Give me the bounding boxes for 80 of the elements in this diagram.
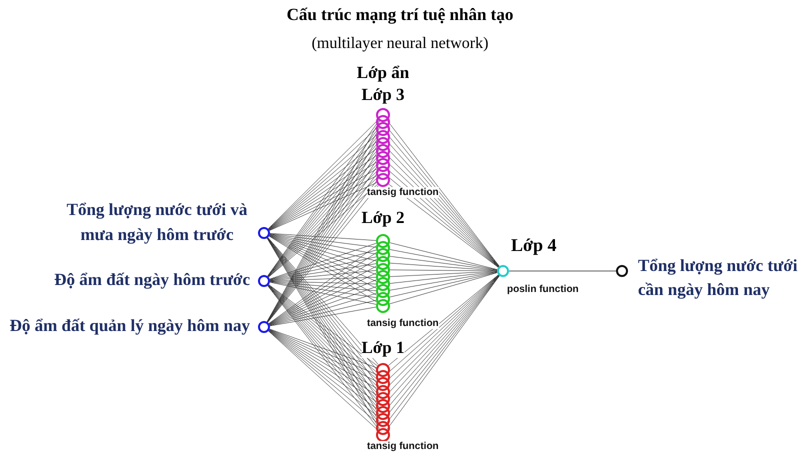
hidden-neuron <box>376 256 390 270</box>
hidden-neuron <box>376 406 390 420</box>
connection-line <box>390 271 498 277</box>
connection-line <box>270 300 376 326</box>
result-node <box>616 265 628 277</box>
function-label: tansig function <box>367 187 439 198</box>
output-label: Tổng lượng nước tưới cần ngày hôm nay <box>638 255 798 301</box>
connection-line <box>269 234 377 268</box>
connection-line <box>270 276 376 282</box>
connection-line <box>270 293 377 326</box>
hidden-neuron <box>376 363 390 377</box>
diagram-subtitle: (multilayer neural network) <box>312 35 488 53</box>
connection-line <box>270 270 376 281</box>
connection-line <box>389 272 498 304</box>
hidden-neuron <box>376 108 390 122</box>
connection-line <box>390 249 498 270</box>
output-neuron <box>497 265 509 277</box>
hidden-neuron <box>376 158 390 172</box>
hidden-neuron <box>376 248 390 262</box>
connection-line <box>509 270 616 272</box>
connection-line <box>270 234 376 248</box>
hidden-neuron <box>376 136 390 151</box>
input-label: Độ ẩm đất ngày hôm trước <box>54 270 250 290</box>
hidden-neuron <box>376 262 390 277</box>
hidden-neuron <box>376 413 390 428</box>
connection-line <box>270 234 376 254</box>
hidden-neuron <box>376 277 390 292</box>
connection-line <box>270 282 376 298</box>
connection-line <box>270 256 376 280</box>
hidden-neuron <box>376 384 390 399</box>
hidden-neuron <box>376 115 390 130</box>
connection-line <box>390 242 498 270</box>
input-neuron <box>258 227 270 239</box>
hidden-neuron <box>376 420 390 435</box>
hidden-neuron <box>376 292 390 306</box>
connection-line <box>270 234 376 262</box>
function-label: poslin function <box>507 284 579 295</box>
connection-line <box>269 242 377 280</box>
connection-line <box>390 256 498 270</box>
connection-line <box>270 233 376 241</box>
connection-line <box>270 280 376 284</box>
hidden-neuron <box>376 270 390 284</box>
connection-line <box>269 286 377 326</box>
input-neuron <box>258 321 270 333</box>
layer-label: Lớp 1 <box>362 338 404 358</box>
hidden-neuron <box>376 122 390 136</box>
connection-line <box>390 272 498 298</box>
hidden-neuron <box>376 166 390 180</box>
connection-line <box>390 271 498 284</box>
hidden-neuron <box>376 298 390 313</box>
hidden-neuron <box>376 377 390 392</box>
connection-line <box>390 270 498 272</box>
connection-line <box>269 328 377 368</box>
hidden-neuron <box>376 392 390 406</box>
connection-line <box>390 262 498 271</box>
input-label: Độ ẩm đất quản lý ngày hôm nay <box>10 316 250 336</box>
layer-group-label: Lớp ẩn <box>356 63 410 83</box>
hidden-neuron <box>376 399 390 413</box>
connection-line <box>270 263 376 280</box>
input-neuron <box>258 275 270 287</box>
connection-line <box>390 272 498 290</box>
function-label: tansig function <box>367 441 439 452</box>
connection-line <box>270 282 376 305</box>
layer-label: Lớp 2 <box>362 208 404 228</box>
hidden-neuron <box>376 284 390 298</box>
hidden-neuron <box>376 241 390 256</box>
connection-line <box>270 250 376 280</box>
hidden-neuron <box>376 234 390 248</box>
hidden-neuron <box>376 151 390 166</box>
connection-line <box>269 234 377 275</box>
input-label: Tổng lượng nước tưới và mưa ngày hôm trước <box>66 199 248 246</box>
layer-label: Lớp 3 <box>362 85 404 105</box>
function-label: tansig function <box>367 318 439 329</box>
diagram-title: Cấu trúc mạng trí tuệ nhân tạo <box>286 5 514 25</box>
layer-label: Lớp 4 <box>511 235 556 256</box>
connection-line <box>270 281 376 292</box>
hidden-neuron <box>376 370 390 384</box>
hidden-neuron <box>376 130 390 144</box>
hidden-neuron <box>376 144 390 158</box>
connection-line <box>270 306 376 326</box>
